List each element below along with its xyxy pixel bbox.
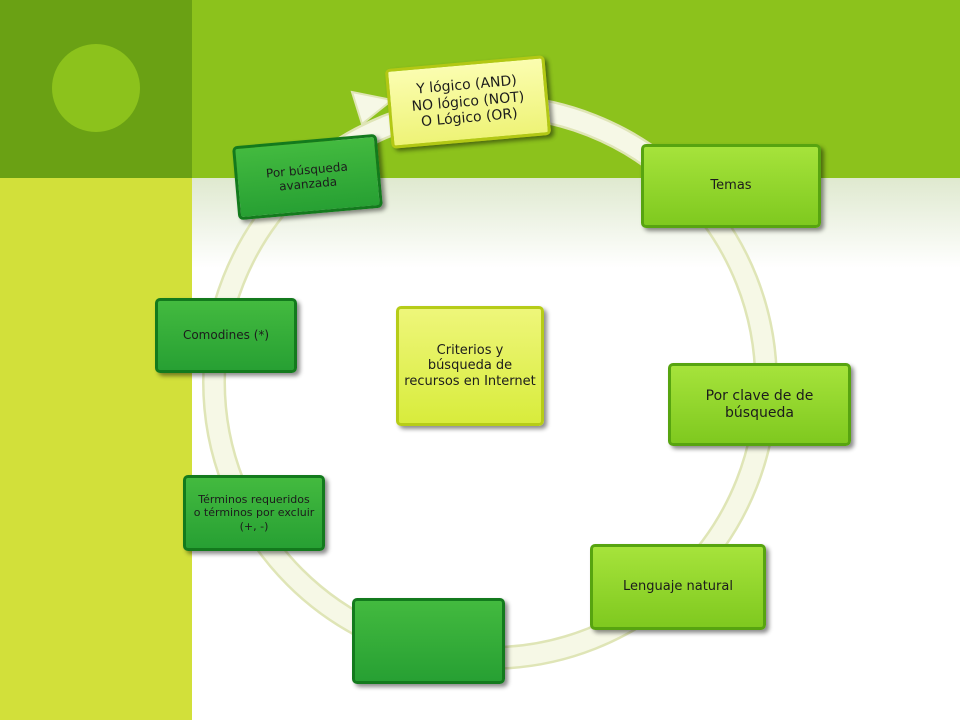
node-topics-label: Temas	[710, 178, 752, 194]
node-blank	[352, 598, 505, 684]
node-natural-language-label: Lenguaje natural	[623, 579, 733, 595]
node-natural-language: Lenguaje natural	[590, 544, 766, 630]
center-node: Criterios y búsqueda de recursos en Inte…	[396, 306, 544, 426]
node-keyword-search-label: Por clave de de búsqueda	[705, 387, 814, 421]
decorative-circle	[52, 44, 140, 132]
node-advanced-search: Por búsqueda avanzada	[232, 133, 383, 221]
node-wildcards-label: Comodines (*)	[182, 328, 270, 343]
node-topics: Temas	[641, 144, 821, 228]
node-required-terms-label: Términos requeridos o términos por exclu…	[193, 493, 315, 533]
node-advanced-search-label: Por búsqueda avanzada	[265, 159, 349, 194]
node-required-terms: Términos requeridos o términos por exclu…	[183, 475, 325, 551]
cycle-arrowhead	[350, 90, 395, 126]
node-logic-operators-label: Y lógico (AND) NO lógico (NOT) O Lógico …	[411, 72, 525, 131]
node-keyword-search: Por clave de de búsqueda	[668, 363, 851, 446]
left-sidebar-band	[0, 178, 192, 720]
center-node-label: Criterios y búsqueda de recursos en Inte…	[404, 342, 536, 389]
node-wildcards: Comodines (*)	[155, 298, 297, 373]
node-logic-operators: Y lógico (AND) NO lógico (NOT) O Lógico …	[384, 55, 552, 149]
